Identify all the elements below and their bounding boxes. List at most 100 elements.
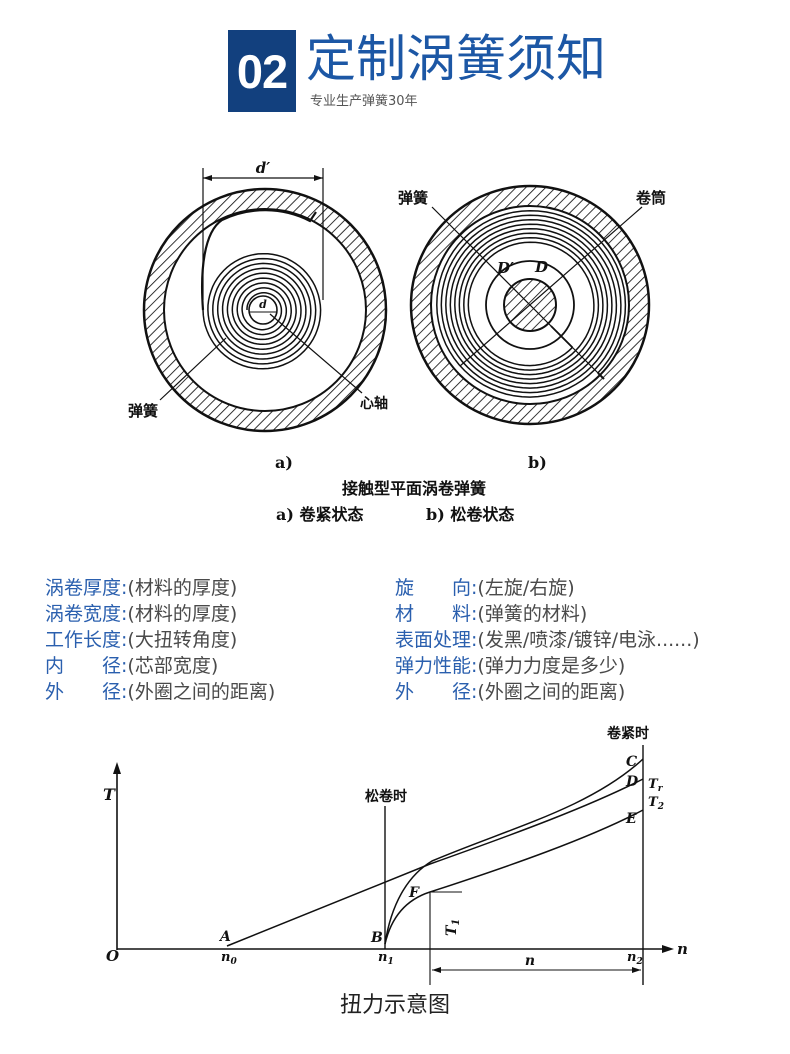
- spec-label: 内 径:: [45, 655, 128, 677]
- spec-row: 旋 向:(左旋/右旋): [395, 575, 700, 601]
- page-title: 定制涡簧须知: [306, 30, 606, 88]
- tick-n0-sub: 0: [230, 957, 237, 967]
- spec-list-left: 涡卷厚度:(材料的厚度) 涡卷宽度:(材料的厚度) 工作长度:(大扭转角度) 内…: [45, 575, 275, 705]
- loosened-spring-diagram: 弹簧 卷筒 D′ D b): [398, 184, 666, 472]
- torque-t2-main: T: [648, 795, 659, 810]
- torque-diagram-caption: 扭力示意图: [339, 993, 450, 1018]
- outer-diameter-label: D: [534, 258, 548, 276]
- page-subtitle: 专业生产弹簧30年: [310, 94, 418, 109]
- diagram-tag-a: a): [275, 453, 293, 472]
- point-e-label: E: [625, 811, 637, 827]
- spec-label: 弹力性能:: [395, 655, 478, 677]
- spec-label: 涡卷宽度:: [45, 603, 128, 625]
- torque-tr-sub: r: [658, 784, 664, 794]
- tightened-spring-diagram: d d′ 弹簧 心轴 a): [128, 159, 388, 472]
- torque-t2-sub: 2: [657, 802, 664, 812]
- tick-n2-main: n: [627, 950, 636, 965]
- arbor-diameter-label: d: [259, 298, 267, 311]
- torque-t2-label: T2: [648, 795, 664, 812]
- spec-label: 表面处理:: [395, 629, 478, 651]
- tick-n1-main: n: [378, 950, 387, 965]
- inner-diameter-label: D′: [496, 259, 514, 277]
- arbor-label: 心轴: [360, 395, 388, 412]
- figure-caption-title: 接触型平面涡卷弹簧: [342, 479, 486, 498]
- spec-value: (左旋/右旋): [477, 577, 575, 599]
- point-f-label: F: [408, 885, 420, 901]
- torque-t1-main: T: [444, 924, 460, 936]
- spring-coil: [202, 252, 322, 370]
- section-number-badge: 02: [228, 30, 296, 112]
- spec-value: (大扭转角度): [127, 629, 238, 651]
- spiral-spring-figure: d d′ 弹簧 心轴 a) 弹簧 卷筒 D′: [128, 159, 666, 524]
- tick-n2: n2: [627, 950, 643, 967]
- arrowhead: [314, 175, 323, 181]
- spec-row: 表面处理:(发黑/喷漆/镀锌/电泳......): [395, 627, 700, 653]
- point-c-label: C: [626, 754, 637, 770]
- spec-value: (芯部宽度): [127, 655, 219, 677]
- spec-label: 外 径:: [45, 681, 128, 703]
- spec-row: 内 径:(芯部宽度): [45, 653, 275, 679]
- span-label: n: [525, 953, 535, 969]
- spring-diameter-line: [431, 206, 601, 376]
- torque-t1-label: T1: [444, 919, 462, 936]
- arrowhead: [432, 967, 441, 973]
- coil-diameter-label: d′: [256, 159, 270, 177]
- torque-t1-sub: 1: [451, 919, 462, 926]
- tick-n1-sub: 1: [387, 957, 393, 967]
- point-d-label: D: [625, 774, 639, 790]
- spec-value: (外圈之间的距离): [127, 681, 276, 703]
- x-axis-label: n: [677, 940, 688, 958]
- spec-value: (发黑/喷漆/镀锌/电泳......): [477, 629, 700, 651]
- theoretical-torque-line: [226, 778, 644, 947]
- y-axis-arrow: [113, 762, 121, 774]
- spec-row: 工作长度:(大扭转角度): [45, 627, 275, 653]
- y-axis-label: T: [103, 785, 116, 804]
- unwinding-curve: [384, 809, 644, 945]
- arbor-pointer-line: [269, 313, 363, 394]
- spec-row: 涡卷宽度:(材料的厚度): [45, 601, 275, 627]
- spec-row: 材 料:(弹簧的材料): [395, 601, 700, 627]
- spec-value: (弹簧的材料): [477, 603, 588, 625]
- torque-tr-label: Tr: [648, 777, 664, 794]
- arbor: [248, 295, 278, 325]
- spring-label: 弹簧: [128, 402, 158, 420]
- spec-list-right: 旋 向:(左旋/右旋) 材 料:(弹簧的材料) 表面处理:(发黑/喷漆/镀锌/电…: [395, 575, 700, 705]
- spec-row: 弹力性能:(弹力力度是多少): [395, 653, 700, 679]
- tick-n2-sub: 2: [635, 957, 642, 967]
- diagram-tag-b: b): [528, 453, 547, 472]
- drum-diameter-line: [459, 206, 643, 367]
- arbor-bore: [485, 260, 575, 350]
- loosened-label: 松卷时: [365, 788, 407, 805]
- tick-n1: n1: [378, 950, 394, 967]
- figure-caption-part-b: b) 松卷状态: [426, 505, 514, 524]
- arrowhead: [632, 967, 641, 973]
- spec-label: 旋 向:: [395, 577, 478, 599]
- spec-value: (弹力力度是多少): [477, 655, 626, 677]
- spec-row: 外 径:(外圈之间的距离): [45, 679, 275, 705]
- spec-label: 外 径:: [395, 681, 478, 703]
- tightening-curve: [384, 758, 644, 945]
- arrowhead: [203, 175, 212, 181]
- spec-value: (外圈之间的距离): [477, 681, 626, 703]
- tightened-label: 卷紧时: [606, 725, 649, 742]
- spec-row: 外 径:(外圈之间的距离): [395, 679, 700, 705]
- point-a-label: A: [218, 929, 231, 945]
- point-b-label: B: [370, 930, 383, 946]
- spec-row: 涡卷厚度:(材料的厚度): [45, 575, 275, 601]
- torque-diagram: T O n 松卷时 卷紧时 T1 n A B F C D E Tr T2: [103, 725, 688, 985]
- tick-n0-main: n: [221, 950, 230, 965]
- figure-caption-part-a: a) 卷紧状态: [276, 505, 364, 524]
- spec-label: 材 料:: [395, 603, 478, 625]
- torque-tr-main: T: [648, 777, 659, 792]
- spring-label: 弹簧: [398, 189, 428, 207]
- origin-label: O: [106, 947, 119, 965]
- spec-label: 工作长度:: [45, 629, 128, 651]
- x-axis-arrow: [662, 945, 674, 953]
- drum-label: 卷筒: [635, 189, 666, 207]
- spec-value: (材料的厚度): [127, 603, 238, 625]
- spring-pointer-line: [159, 337, 227, 401]
- spec-value: (材料的厚度): [127, 577, 238, 599]
- tick-n0: n0: [221, 950, 237, 967]
- spec-label: 涡卷厚度:: [45, 577, 128, 599]
